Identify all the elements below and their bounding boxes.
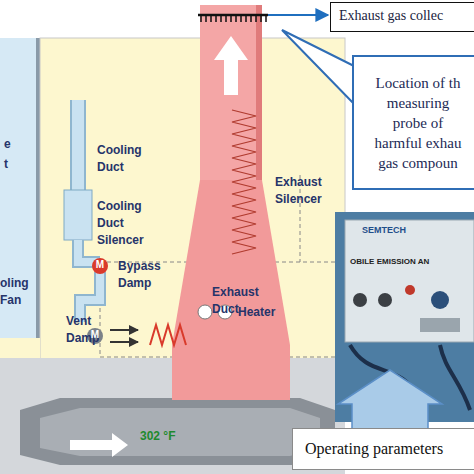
part-label: Exhaust Duct xyxy=(212,284,267,318)
parameter-box: Operating parameters xyxy=(292,428,474,470)
part-label: OBILE EMISSION AN xyxy=(350,256,470,268)
exhaust-stack xyxy=(200,5,262,185)
flow-arrow xyxy=(70,433,128,457)
flow-arrow xyxy=(214,36,248,95)
part-label: SEMTECH xyxy=(362,224,442,237)
callout-pointer xyxy=(282,30,358,108)
part-label: Bypass Damp xyxy=(118,258,168,292)
part-label: Cooling Duct xyxy=(97,142,152,176)
enclosure xyxy=(40,38,345,360)
part-label: t xyxy=(4,156,24,173)
part-label: M xyxy=(89,328,101,342)
part-label: 302 °F xyxy=(140,428,200,445)
heater-symbol xyxy=(198,305,212,319)
flow-arrow xyxy=(338,370,442,430)
part-label: Cooling Duct Silencer xyxy=(97,198,152,249)
probe-comb xyxy=(198,14,268,17)
part-label: e xyxy=(4,136,24,153)
fan-motor xyxy=(92,258,108,274)
exhaust-duct xyxy=(172,180,290,345)
collector-box: Exhaust gas collec xyxy=(330,2,474,32)
duct-silencer xyxy=(64,190,92,240)
part-label: M xyxy=(94,258,106,272)
node-text: Operating parameters xyxy=(305,440,443,458)
node-text: Location of th measuring probe of harmfu… xyxy=(368,73,468,173)
part-label: Vent Damp xyxy=(66,313,110,347)
part-label: Exhaust Silencer xyxy=(275,174,337,208)
callout-box: Location of th measuring probe of harmfu… xyxy=(352,55,474,190)
part-label: Heater xyxy=(238,304,298,321)
part-label: oling Fan xyxy=(0,275,36,309)
node-text: Exhaust gas collec xyxy=(339,7,474,25)
inlet-module xyxy=(0,38,36,338)
